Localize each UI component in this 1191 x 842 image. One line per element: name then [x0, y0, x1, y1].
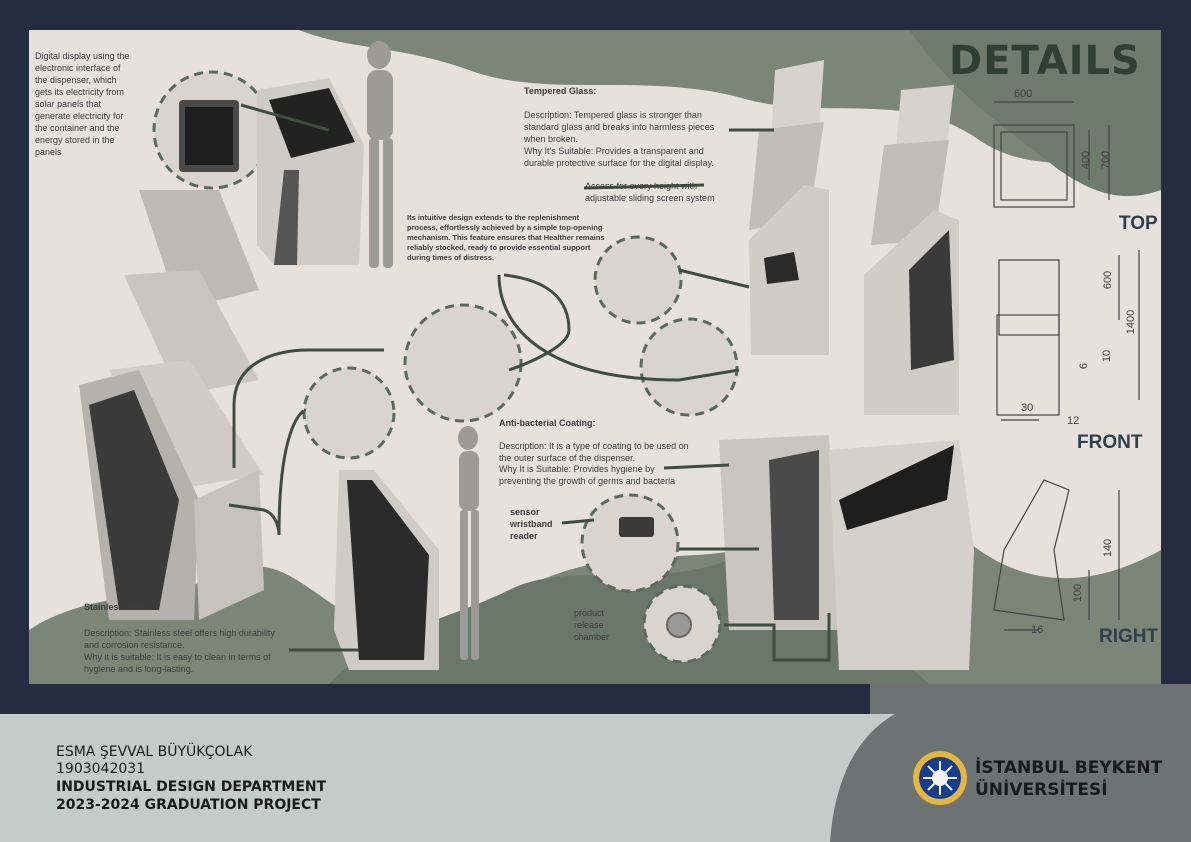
presentation-board: Digital display using the electronic int…: [29, 30, 1161, 684]
front-dim-6: 6: [1078, 362, 1091, 370]
project-title: 2023-2024 GRADUATION PROJECT: [56, 797, 321, 813]
front-dim-1400: 1400: [1125, 309, 1138, 335]
tempered-glass-why: Why It's Suitable: Provides a transparen…: [524, 146, 714, 168]
stainless-title: Stainless steel:: [84, 602, 150, 612]
sensor-closeup: [619, 517, 654, 537]
stainless-why: Why it is suitable: It is easy to clean …: [84, 652, 271, 674]
detail-circle-pills: [302, 366, 396, 460]
top-dim-width: 600: [1014, 88, 1033, 100]
exploded-kiosk: [79, 190, 264, 620]
author-name: ESMA ŞEVVAL BÜYÜKÇOLAK: [56, 744, 253, 760]
view-label-right: RIGHT: [1099, 626, 1159, 647]
tempered-glass-title: Tempered Glass:: [524, 86, 597, 96]
detail-circle-drawers: [639, 317, 739, 417]
sliding-screen-note: Access for every height with adjustable …: [585, 181, 715, 203]
release-knob: [666, 612, 692, 638]
page-title: DETAILS: [949, 38, 1141, 84]
front-dim-12: 12: [1067, 415, 1080, 427]
right-dim-140: 140: [1102, 538, 1115, 558]
sensor-note: sensor wristband reader: [510, 507, 553, 541]
university-name-line2: ÜNİVERSİTESİ: [975, 780, 1108, 800]
university-name-line1: İSTANBUL BEYKENT: [975, 758, 1163, 778]
student-id: 1903042031: [56, 761, 146, 777]
kiosk-top-left: [257, 78, 364, 265]
stainless-description: Description: Stainless steel offers high…: [84, 628, 275, 650]
university-logo-icon: [913, 751, 967, 805]
right-dim-100: 100: [1072, 583, 1085, 603]
kiosk-top-opening: [864, 85, 959, 415]
kiosk-bottom-right: [719, 435, 974, 670]
top-dim-depth: 400: [1080, 150, 1093, 170]
view-label-front: FRONT: [1077, 432, 1143, 453]
footer: ESMA ŞEVVAL BÜYÜKÇOLAK 1903042031 INDUST…: [0, 714, 1191, 842]
grey-band: [870, 684, 1191, 714]
digital-display-note: Digital display using the electronic int…: [35, 51, 130, 157]
top-dim-height: 700: [1100, 150, 1113, 170]
robot-figure-bottom: [458, 426, 479, 660]
detail-circle-compartment: [403, 303, 523, 423]
front-dim-10: 10: [1101, 349, 1114, 363]
antibacterial-description: Description: It is a type of coating to …: [499, 441, 689, 463]
kiosk-bottom-center: [334, 470, 439, 670]
antibacterial-title: Anti-bacterial Coating:: [499, 418, 596, 428]
front-dim-600: 600: [1102, 270, 1115, 290]
technical-drawings: [993, 101, 1140, 631]
right-dim-16: 16: [1031, 624, 1044, 636]
kiosk-sliding-screen: [749, 60, 829, 355]
footer-shape: [830, 714, 1191, 842]
top-right-wave: [909, 30, 1161, 197]
replenishment-note: Its intuitive design extends to the repl…: [407, 213, 605, 262]
product-release-note: product release chamber: [574, 608, 610, 642]
detail-circle-top-open: [593, 235, 683, 325]
department: INDUSTRIAL DESIGN DEPARTMENT: [56, 779, 327, 795]
antibacterial-why: Why It is Suitable: Provides hygiene by …: [499, 464, 676, 486]
navy-band: [0, 684, 870, 714]
tempered-glass-description: Description: Tempered glass is stronger …: [524, 110, 715, 144]
view-label-top: TOP: [1119, 213, 1158, 234]
front-dim-30: 30: [1021, 402, 1034, 414]
robot-figure-top: [367, 41, 393, 268]
detail-circle-sensor: [580, 493, 680, 593]
